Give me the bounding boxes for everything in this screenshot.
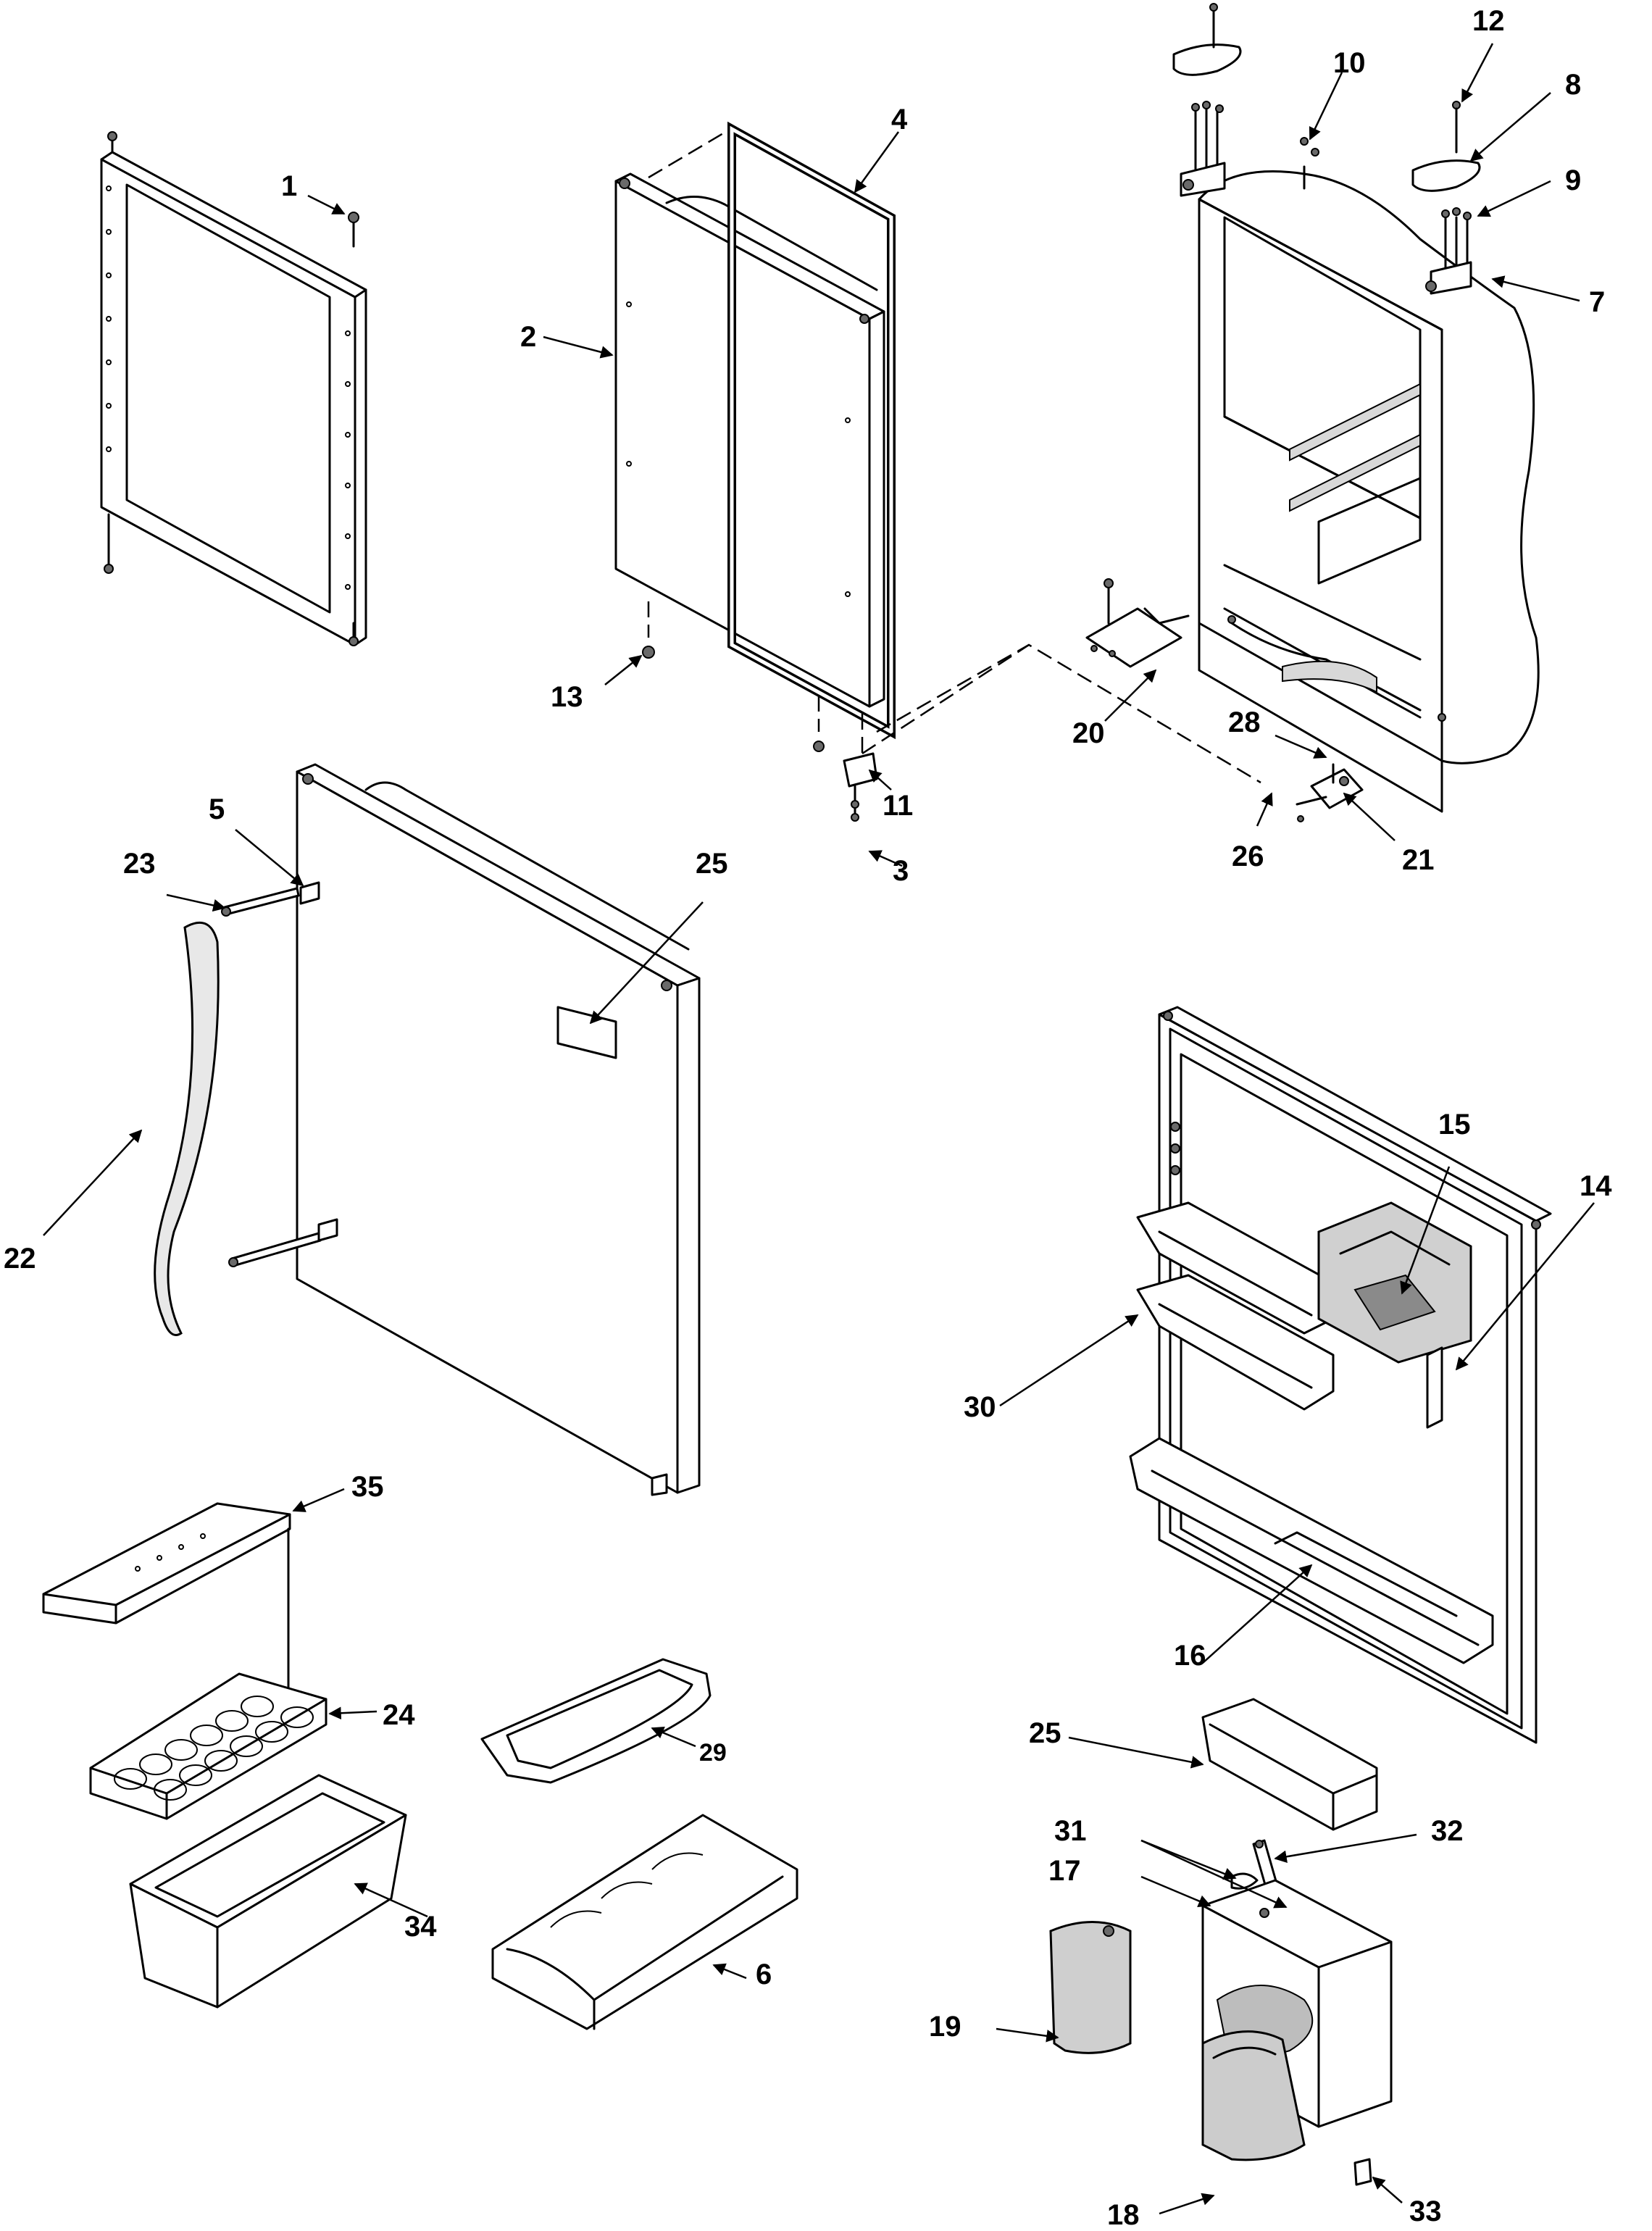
callout-25-bucket: 25 — [1029, 1717, 1061, 1749]
handle-22 — [154, 921, 220, 1336]
large-door-bin-16 — [1129, 1437, 1494, 1664]
freezer-door-panel — [614, 172, 885, 708]
callout-4: 4 — [891, 104, 908, 135]
callout-16: 16 — [1174, 1640, 1206, 1672]
callout-25-door: 25 — [696, 848, 728, 880]
hinge-21 — [1296, 763, 1364, 822]
door-bucket-25 — [1201, 1698, 1378, 1831]
bottle-rack-6 — [491, 1814, 798, 2030]
callout-18: 18 — [1107, 2199, 1140, 2231]
callout-2: 2 — [520, 321, 536, 353]
callout-35: 35 — [351, 1471, 384, 1503]
callout-19: 19 — [929, 2011, 961, 2043]
bottom-hinge-11 — [843, 752, 878, 822]
callout-labels: 1 2 3 4 5 6 7 8 9 10 11 12 13 14 15 16 1… — [4, 5, 1612, 2231]
callout-22: 22 — [4, 1243, 36, 1275]
refrigerator-door — [296, 763, 701, 1496]
egg-tray-24 — [89, 1672, 328, 1820]
callout-6: 6 — [756, 1959, 772, 1990]
callout-34: 34 — [404, 1911, 437, 1943]
mount-stud-5 — [299, 881, 338, 1242]
callout-21: 21 — [1402, 844, 1435, 876]
bracket-14 — [1426, 1346, 1443, 1429]
callout-3: 3 — [893, 855, 909, 887]
storage-bin-34 — [129, 1774, 407, 2009]
dispenser-housing-15 — [1317, 1201, 1472, 1364]
callout-9: 9 — [1565, 164, 1581, 196]
leader-lines — [43, 43, 1595, 2215]
callout-26: 26 — [1232, 841, 1264, 872]
screw-10 — [1300, 137, 1319, 190]
callout-17: 17 — [1048, 1855, 1081, 1887]
callout-12: 12 — [1472, 5, 1505, 37]
callout-23: 23 — [123, 848, 156, 880]
callout-33: 33 — [1409, 2195, 1442, 2227]
tray-29 — [480, 1658, 712, 1784]
callout-30: 30 — [964, 1391, 996, 1423]
callout-15: 15 — [1438, 1109, 1471, 1140]
callout-11: 11 — [883, 790, 913, 822]
callout-5: 5 — [209, 793, 225, 825]
callout-20: 20 — [1072, 717, 1105, 749]
callout-29: 29 — [699, 1739, 727, 1767]
callout-24: 24 — [383, 1699, 415, 1731]
clip-33 — [1353, 2158, 1372, 2186]
lower-hinge-assembly-20 — [1085, 578, 1190, 668]
callout-13: 13 — [551, 681, 583, 713]
callout-10: 10 — [1333, 47, 1366, 79]
door-frame — [100, 131, 367, 646]
screw-1 — [348, 212, 359, 248]
dispenser-cover-19 — [1049, 1921, 1132, 2054]
callout-31: 31 — [1054, 1815, 1087, 1847]
callout-8: 8 — [1565, 69, 1581, 101]
callout-7: 7 — [1589, 286, 1605, 318]
callout-28: 28 — [1228, 706, 1261, 738]
screw-13 — [642, 646, 655, 659]
refrigerator-door-liner — [1158, 1006, 1552, 1744]
shelf-tray-35 — [42, 1502, 291, 1690]
callout-14: 14 — [1580, 1170, 1612, 1202]
refrigerator-cabinet — [1198, 170, 1540, 813]
standoff-screws-23 — [221, 887, 322, 1267]
callout-32: 32 — [1431, 1815, 1464, 1847]
dispenser-cover-18 — [1201, 2030, 1306, 2161]
top-hinge-right — [1411, 101, 1481, 295]
door-gasket — [727, 121, 896, 740]
callout-1: 1 — [281, 170, 297, 202]
top-hinge-left — [1172, 3, 1242, 197]
